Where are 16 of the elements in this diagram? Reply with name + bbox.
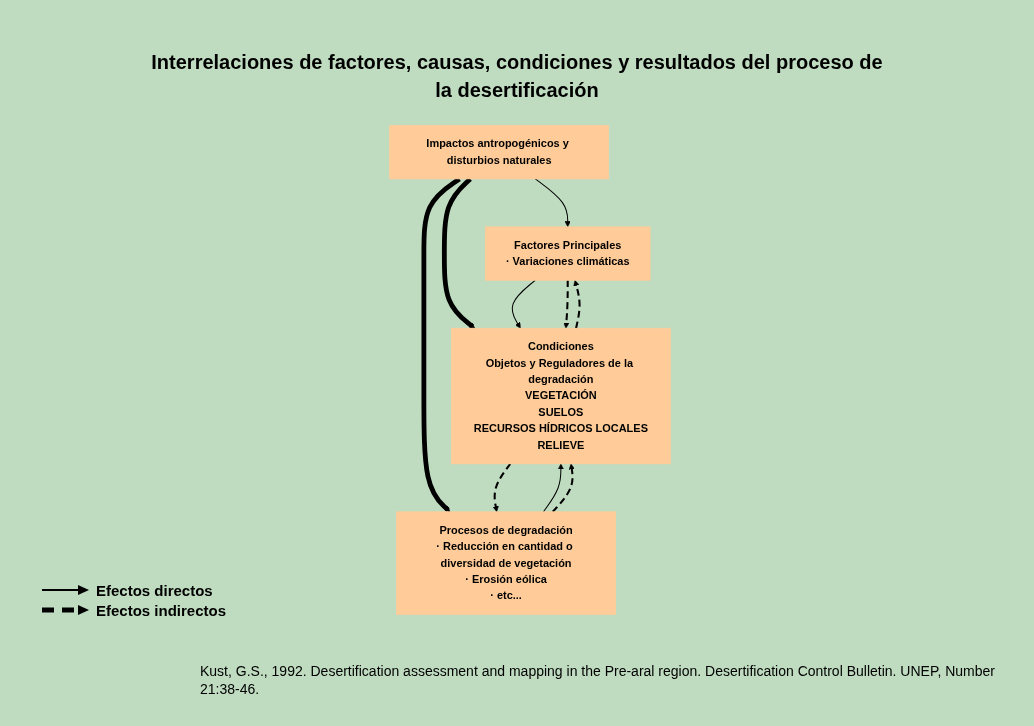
arrow	[552, 463, 575, 513]
arrow	[573, 280, 581, 329]
legend-label: Efectos indirectos	[96, 601, 227, 619]
node-box: Impactos antropogénicos y disturbios naturales	[389, 125, 610, 180]
node-box: Procesos de degradación · Reducción en cantidad o diversidad de vegetación · Erosión eólica · etc...	[396, 511, 616, 615]
arrow	[492, 463, 512, 513]
arrow	[542, 463, 564, 513]
arrow	[511, 279, 536, 329]
citation-caption: Kust, G.S., 1992. Desertification assessment and mapping in the Pre-aral region. Desertification Control Bulletin. UNEP, Number 21:38-46.	[200, 662, 996, 698]
arrow	[563, 280, 570, 329]
node-box: Factores Principales · Variaciones climáticas	[485, 226, 651, 281]
arrow	[441, 177, 476, 329]
arrow	[534, 178, 571, 228]
legend-label: Efectos directos	[96, 581, 213, 599]
diagram-title: Interrelaciones de factores, causas, condiciones y resultados del proceso de la desertificación	[150, 50, 884, 103]
node-box: Condiciones Objetos y Reguladores de la degradación VEGETACIÓN SUELOS RECURSOS HÍDRICOS LOCALES RELIEVE	[450, 327, 671, 465]
